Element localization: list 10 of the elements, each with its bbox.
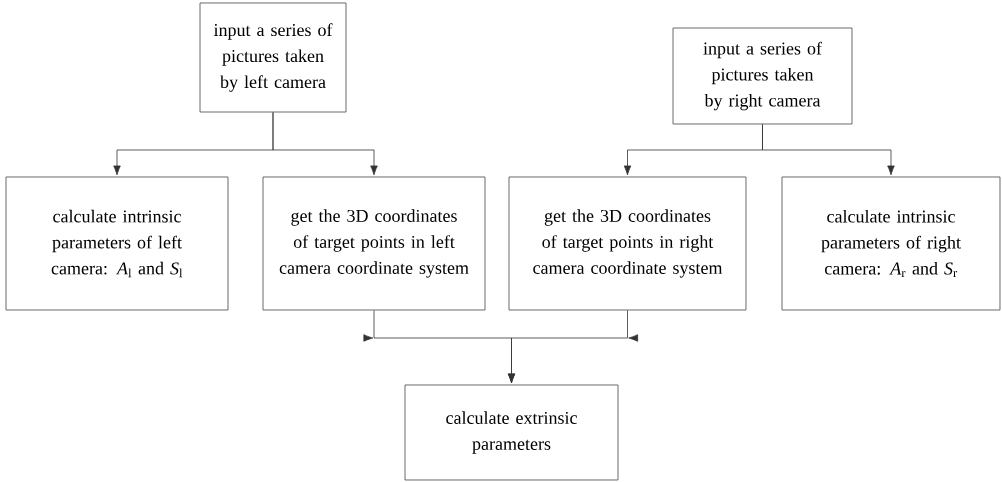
arrow [507,310,639,384]
process-box: get the 3D coordinates of target points in left camera coordinate system [262,176,486,311]
process-box: calculate extrinsic parameters [404,384,619,481]
arrow [272,112,378,176]
process-box: calculate intrinsic parameters of right camera: A$_{r}$ and S$_{r}$ [781,176,1001,311]
process-box: calculate intrinsic parameters of left camera: A$_{l}$ and S$_{l}$ [5,176,229,311]
process-box: get the 3D coordinates of target points in right camera coordinate system [508,176,747,311]
process-box: input a series of pictures taken by right camera [672,27,853,125]
process-box: input a series of pictures taken by left camera [199,2,347,113]
arrow [762,124,895,176]
